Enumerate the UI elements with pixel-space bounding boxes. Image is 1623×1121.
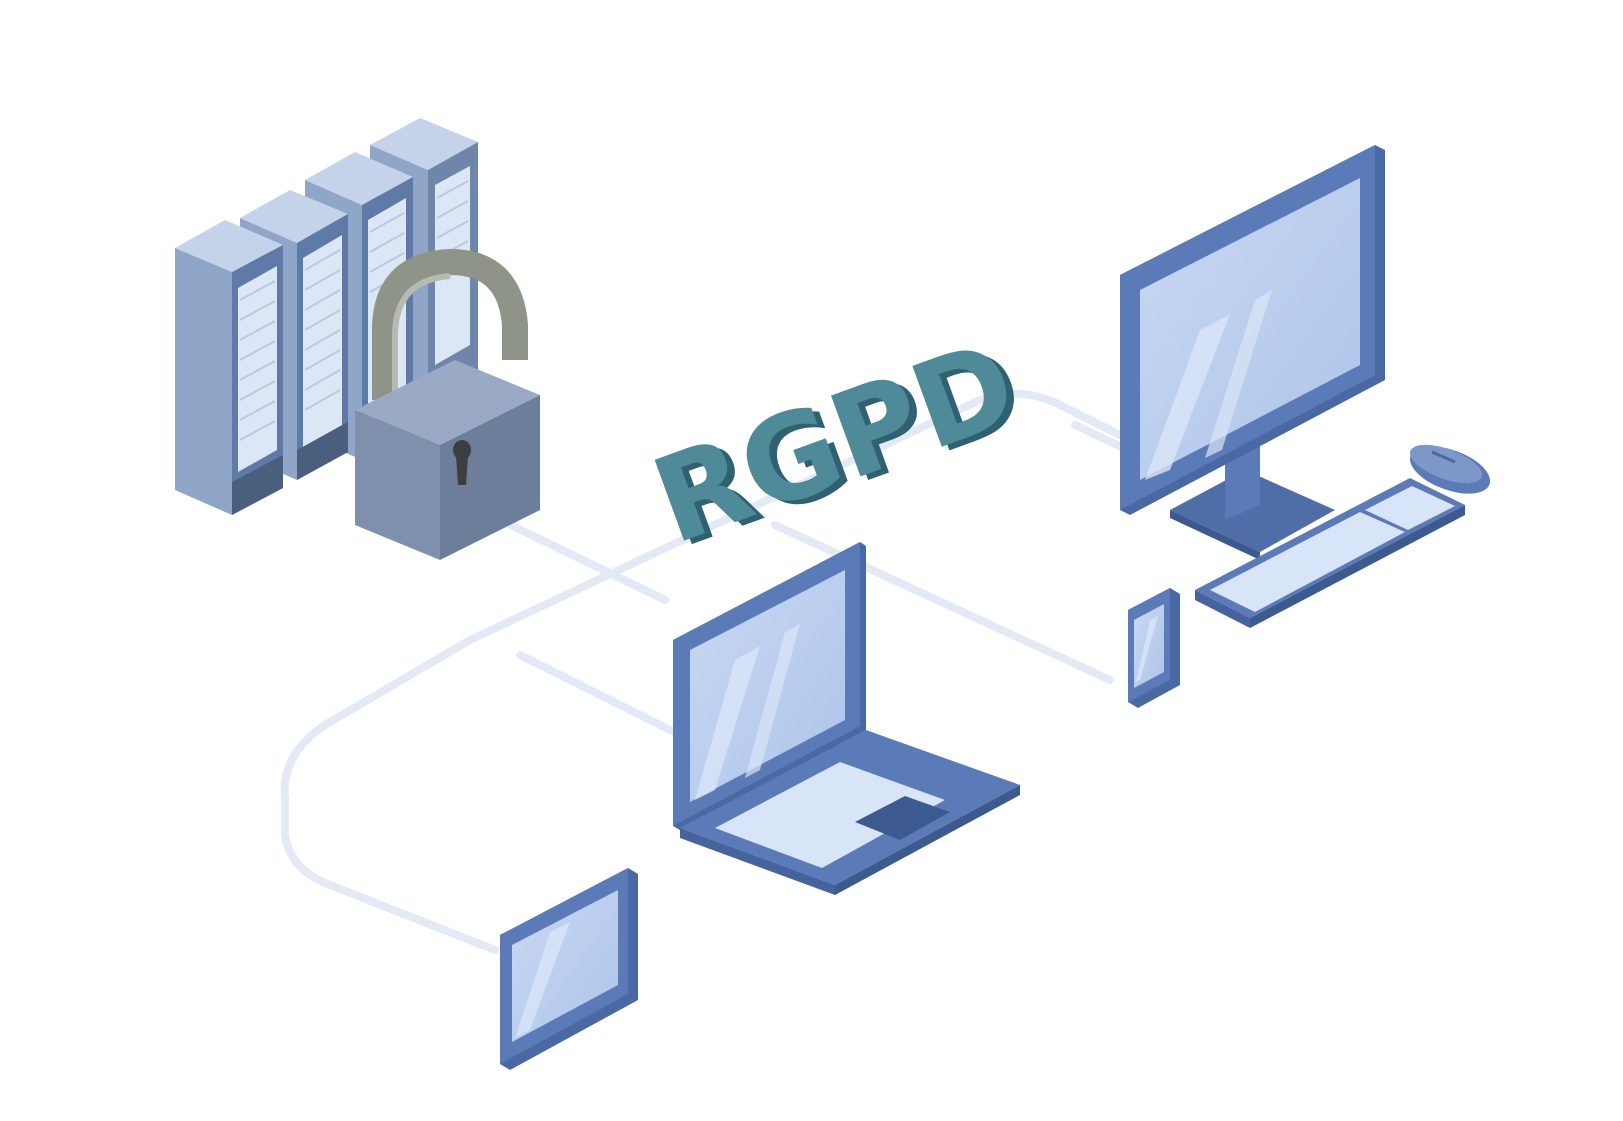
rgpd-title-group: RGPD RGPD [636,314,1041,575]
padlock-icon [355,248,540,560]
keyhole-icon [453,440,471,485]
monitor-icon [1120,145,1385,560]
padlock-top [355,360,540,445]
padlock-shackle [372,248,528,400]
line-to-phone [771,521,1114,684]
smartphone-icon [1128,588,1180,708]
line-to-laptop-2 [516,651,684,739]
mouse-icon [1409,444,1491,494]
padlock-side [440,395,540,560]
line-backbone [466,389,1134,644]
laptop-keyboard [715,762,945,868]
monitor-stand-base [1170,470,1335,552]
tablet-icon [500,868,638,1070]
laptop-icon [673,542,1020,895]
server-unit-1 [175,220,283,515]
line-left-loop [280,636,499,954]
keyboard-icon [1195,478,1465,628]
rgpd-title: RGPD [636,314,1033,571]
padlock-front [355,410,440,560]
laptop-touchpad [855,796,950,840]
